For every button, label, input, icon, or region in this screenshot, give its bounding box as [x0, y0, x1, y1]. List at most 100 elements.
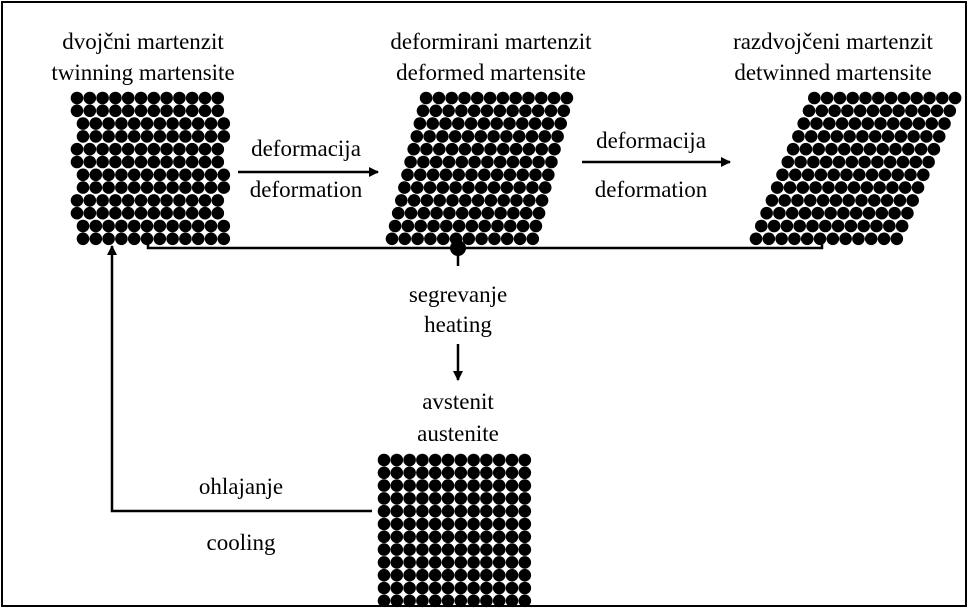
atom	[465, 219, 479, 233]
atom	[428, 568, 442, 582]
atom	[839, 232, 852, 246]
atom	[467, 466, 480, 480]
atom	[493, 104, 507, 118]
atom	[428, 543, 442, 556]
atom	[134, 91, 148, 105]
atom	[494, 206, 507, 220]
atom	[134, 194, 148, 207]
atom	[70, 155, 84, 169]
atom	[794, 155, 807, 169]
atom	[943, 104, 957, 118]
atom	[852, 232, 865, 246]
twinned-label-en: twinning martensite	[51, 60, 234, 85]
atom	[390, 504, 404, 518]
atom	[497, 142, 510, 156]
atom	[121, 104, 135, 118]
atom	[822, 181, 835, 194]
atom	[211, 142, 225, 156]
atom	[480, 530, 493, 544]
atom	[560, 91, 574, 105]
atom	[173, 194, 186, 207]
atom	[855, 194, 868, 207]
atom	[847, 181, 861, 194]
atom	[134, 142, 148, 156]
atom	[863, 142, 877, 156]
atom	[198, 142, 212, 156]
atom	[403, 453, 416, 467]
atom	[398, 181, 411, 194]
atom	[452, 168, 466, 182]
atom	[925, 117, 938, 130]
atom	[173, 142, 186, 156]
atom	[416, 466, 429, 480]
atom	[532, 206, 546, 220]
atom	[441, 530, 455, 544]
atom	[377, 453, 391, 467]
atom	[441, 466, 455, 480]
deformed-martensite-lattice	[385, 91, 574, 246]
atom	[864, 232, 878, 246]
atom	[500, 232, 514, 246]
atom	[531, 104, 545, 118]
atom	[480, 517, 493, 531]
atom	[423, 130, 436, 143]
atom	[217, 117, 231, 130]
atom	[454, 479, 468, 492]
atom	[440, 219, 453, 233]
atom	[403, 568, 416, 582]
atom	[518, 581, 532, 595]
atom	[883, 155, 897, 169]
atom	[458, 91, 471, 105]
atom	[492, 530, 506, 544]
atom	[429, 104, 443, 118]
atom	[518, 504, 532, 518]
atom	[89, 219, 103, 233]
atom	[70, 104, 84, 118]
atom	[480, 556, 493, 569]
atom	[483, 91, 497, 105]
atom	[535, 91, 548, 105]
atom	[426, 117, 440, 130]
atom	[480, 594, 493, 608]
atom	[492, 517, 506, 531]
atom	[907, 130, 920, 143]
atom	[410, 130, 424, 143]
atom	[471, 142, 485, 156]
atom	[547, 91, 561, 105]
atom	[512, 130, 526, 143]
atom	[846, 91, 859, 105]
atom	[204, 232, 218, 246]
atom	[96, 142, 109, 156]
atom	[89, 168, 103, 182]
atom	[185, 194, 199, 207]
atom	[191, 168, 205, 182]
atom	[89, 232, 103, 246]
atom	[496, 91, 510, 105]
atom	[819, 219, 832, 233]
atom	[506, 155, 520, 169]
atom	[912, 117, 926, 130]
atom	[454, 492, 468, 505]
atom	[411, 232, 424, 246]
atom	[166, 181, 179, 194]
atom	[895, 219, 909, 233]
atom	[388, 219, 402, 233]
atom	[416, 104, 430, 118]
atom	[121, 91, 135, 105]
atom	[416, 556, 429, 569]
atom	[426, 168, 440, 182]
atom	[401, 168, 414, 182]
atom	[140, 219, 154, 233]
atom	[467, 479, 480, 492]
atom	[505, 556, 519, 569]
atom	[799, 142, 813, 156]
atom	[377, 479, 391, 492]
atom	[96, 104, 109, 118]
atom	[428, 453, 442, 467]
atom	[166, 168, 179, 182]
atom	[179, 232, 192, 246]
atom	[894, 130, 908, 143]
atom	[505, 543, 519, 556]
detwinned-label-sl: razdvojčeni martenzit	[733, 29, 933, 54]
